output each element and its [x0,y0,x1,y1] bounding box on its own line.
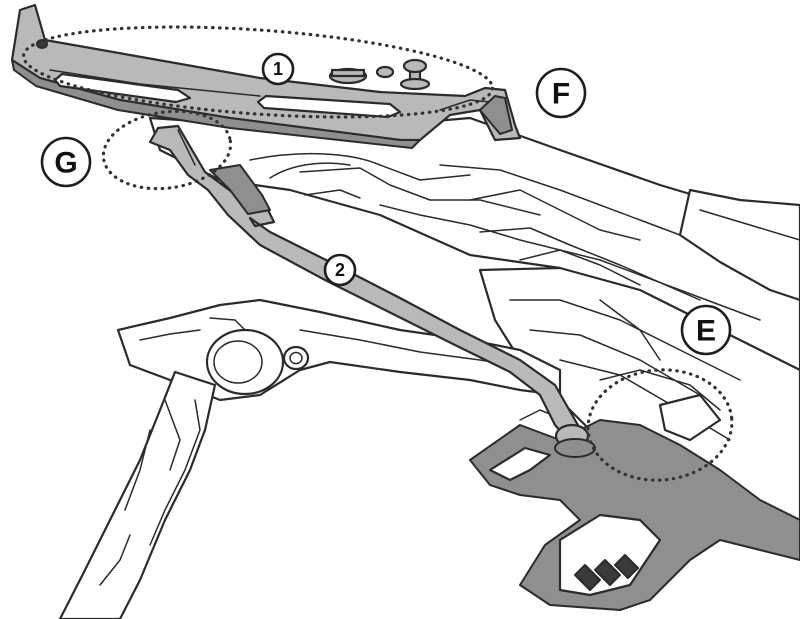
highlight-ellipse-part-1 [21,25,495,119]
top-rack-plate [10,3,522,149]
highlight-ellipse-e [586,368,734,482]
passenger-footrest-hanger [116,298,562,402]
callout-mount-f: F [535,67,587,119]
rear-mounting-plate [469,369,800,611]
callout-mount-e-label: E [696,315,716,348]
callout-mount-g: G [40,136,92,188]
callout-part-1: 1 [261,52,295,86]
callout-part-2: 2 [323,253,357,287]
callout-part-1-label: 1 [273,59,283,79]
callout-mount-f-label: F [552,78,570,111]
callout-mount-g-label: G [54,147,77,180]
highlight-ellipse-g [101,109,233,191]
callout-part-2-label: 2 [335,260,345,280]
support-arm [148,124,596,458]
side-strut [58,370,217,619]
callout-mount-e: E [680,304,732,356]
